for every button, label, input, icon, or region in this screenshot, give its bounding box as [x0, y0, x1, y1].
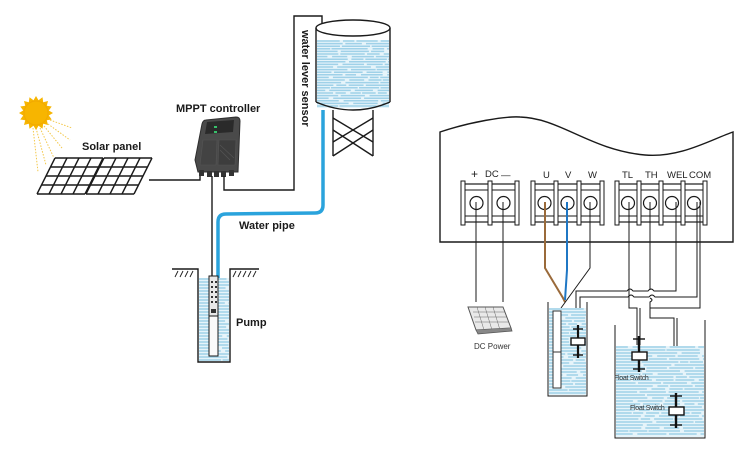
dc-power-label: DC Power — [474, 342, 511, 351]
pump-icon — [208, 275, 219, 357]
sun-rays — [32, 119, 73, 173]
pump-label: Pump — [236, 317, 267, 329]
submersible-pump-icon — [552, 310, 562, 389]
dc-power-wires — [475, 202, 504, 302]
wire-controller-to-sensor — [223, 15, 323, 191]
wire-u — [544, 202, 566, 303]
float-switch-1-icon — [631, 336, 648, 372]
terminal-label-wel: WEL — [667, 170, 688, 181]
mppt-controller-label: MPPT controller — [176, 103, 261, 115]
terminal-label-dc: DC — [485, 169, 499, 180]
control-wires — [575, 202, 701, 400]
solar-panel-icon — [36, 157, 153, 195]
float-switch-2-icon — [668, 393, 685, 428]
water-pipe-label: Water pipe — [239, 220, 295, 232]
well-float-switch-icon — [570, 325, 586, 358]
terminal-label-dc-plus: + — [471, 167, 478, 181]
left-system-diagram: Solar panel MPPT controller water — [19, 15, 391, 363]
solar-panel-module — [36, 157, 104, 195]
float-switch-2-label: Float Switch — [630, 405, 665, 412]
water-fill — [616, 346, 704, 437]
terminal-screw-icon — [620, 195, 636, 211]
water-fill — [317, 40, 389, 108]
sun-icon — [19, 96, 73, 173]
water-tank-icon — [315, 19, 391, 157]
water-pipe — [216, 110, 325, 278]
terminal-label-w: W — [588, 170, 597, 181]
terminal-label-th: TH — [645, 170, 658, 181]
terminal-label-tl: TL — [622, 170, 633, 181]
water-level-sensor-label: water lever sensor — [299, 29, 311, 127]
controller-box-outline — [439, 116, 734, 243]
dc-power-solar-panel-icon — [467, 306, 513, 335]
float-switch-1-label: Float Switch — [614, 375, 649, 382]
wire-solar-to-controller — [149, 170, 201, 181]
terminal-label-v: V — [565, 170, 572, 181]
terminal-blocks — [460, 180, 708, 226]
solar-panel-label: Solar panel — [82, 141, 141, 153]
terminal-block — [460, 180, 520, 226]
solar-panel-module — [85, 157, 153, 195]
right-wiring-diagram: + DC — U V W TL TH WEL COM — [439, 116, 734, 439]
wire-w — [560, 202, 591, 309]
large-tank-icon — [614, 320, 706, 439]
terminal-label-u: U — [543, 170, 550, 181]
terminal-label-dc-minus: — — [501, 170, 511, 181]
terminal-screw-icon — [664, 195, 680, 211]
terminal-screw-icon — [686, 195, 702, 211]
wire-v — [564, 202, 568, 301]
terminal-label-com: COM — [689, 170, 711, 181]
terminal-labels: + DC — U V W TL TH WEL COM — [471, 167, 711, 181]
mppt-controller-icon — [194, 116, 241, 177]
